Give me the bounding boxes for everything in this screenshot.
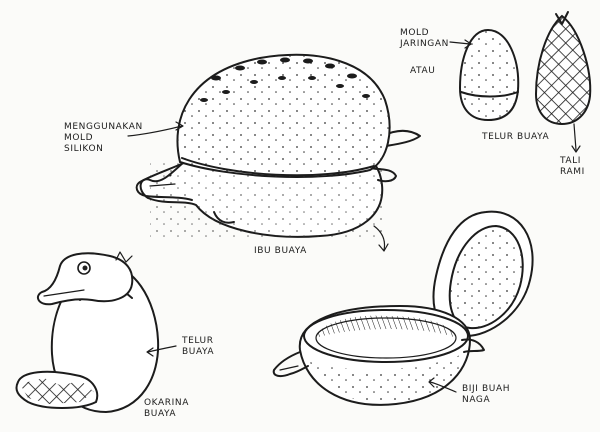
label-menggunakan-mold-silikon: MENGGUNAKAN MOLD SILIKON [64,122,143,155]
label-telur-buaya-top: TELUR BUAYA [482,132,549,143]
label-atau: ATAU [410,66,435,77]
okarina-buaya-sketch [16,252,176,412]
label-telur-buaya-left: TELUR BUAYA [182,336,214,358]
label-mold-jaringan: MOLD JARINGAN [400,28,449,50]
label-biji-buah-naga: BIJI BUAH NAGA [462,384,510,406]
open-bowl-sketch [274,212,533,405]
label-tali-rami: TALI RAMI [560,156,585,178]
label-ibu-buaya: IBU BUAYA [254,246,307,257]
egg-mold-sketch [450,30,518,120]
rope-egg-sketch [536,12,590,152]
label-okarina-buaya: OKARINA BUAYA [144,398,189,420]
ibu-buaya-sketch [128,55,420,251]
